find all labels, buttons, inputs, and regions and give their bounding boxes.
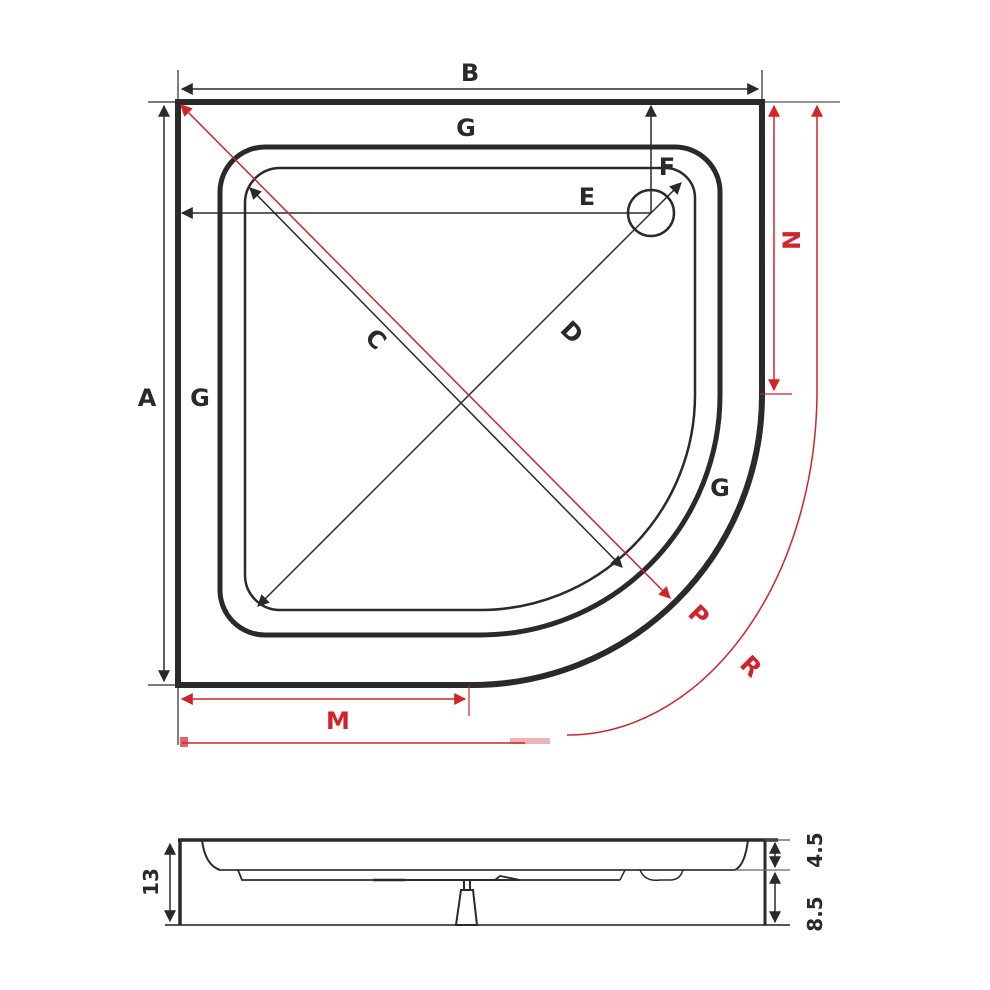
dimension-p-line [180,104,671,599]
label-n: N [778,230,806,250]
label-g-top: G [456,114,476,142]
label-m: M [326,707,350,735]
label-upper-height: 4.5 [803,832,827,867]
label-g-curve: G [710,474,730,502]
dimension-r-arc [566,394,818,736]
label-d: D [555,315,589,349]
label-a: A [138,384,157,412]
top-view: B G A G E F G C D N P R M [138,59,840,747]
basin-profile [201,839,749,871]
label-p: P [683,599,715,631]
basin-outline [243,166,697,612]
label-total-height: 13 [139,868,163,896]
label-b: B [461,59,479,87]
label-lower-height: 8.5 [803,896,827,931]
side-view: 13 4.5 8.5 [139,832,827,931]
dimension-c-line [249,187,623,568]
label-e: E [579,183,595,211]
label-f: F [659,153,675,181]
support-leg-icon [454,889,479,926]
label-r: R [734,650,767,683]
label-g-left: G [190,384,210,412]
